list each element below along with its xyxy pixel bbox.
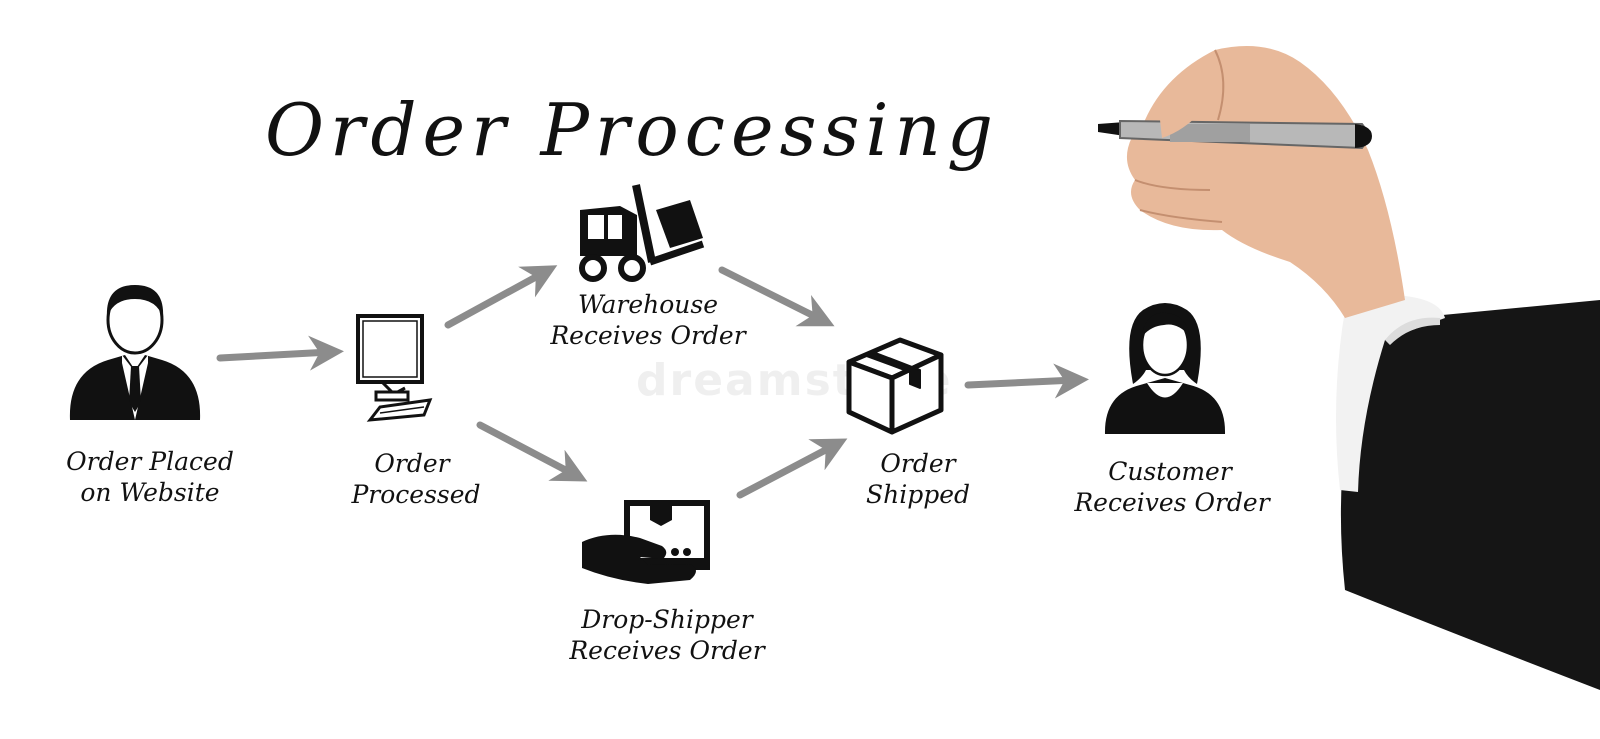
hand-package-icon <box>582 500 710 584</box>
arrow-warehouse-to-shipped <box>718 266 835 327</box>
businessman-icon <box>69 285 201 420</box>
box-icon <box>846 337 944 435</box>
label-drop-shipper-line2: Receives Order <box>568 636 766 665</box>
arrow-placed-to-processed <box>216 335 344 371</box>
computer-icon <box>356 314 433 422</box>
flow-arrows <box>216 265 1089 499</box>
label-order-shipped-line2: Shipped <box>866 480 970 509</box>
label-order-shipped-line1: Order <box>880 449 957 478</box>
label-order-processed-line2: Processed <box>350 480 480 509</box>
arrow-processed-to-warehouse <box>444 265 558 329</box>
arrow-shipped-to-customer <box>964 363 1089 399</box>
node-order-placed: Order Placed on Website <box>66 447 234 507</box>
node-order-shipped: Order Shipped <box>866 449 970 509</box>
label-drop-shipper-line1: Drop-Shipper <box>580 605 755 634</box>
node-warehouse: Warehouse Receives Order <box>549 290 747 350</box>
label-warehouse-line2: Receives Order <box>549 321 747 350</box>
arrow-dropshipper-to-shipped <box>736 438 848 499</box>
node-customer: Customer Receives Order <box>1073 457 1271 517</box>
woman-icon <box>1104 303 1226 434</box>
node-drop-shipper: Drop-Shipper Receives Order <box>568 605 766 665</box>
arrow-processed-to-dropshipper <box>476 421 588 482</box>
node-order-processed: Order Processed <box>350 449 480 509</box>
label-warehouse-line1: Warehouse <box>578 290 718 319</box>
label-order-processed-line1: Order <box>374 449 451 478</box>
label-order-placed-line2: on Website <box>80 478 219 507</box>
label-customer-line2: Receives Order <box>1073 488 1271 517</box>
forklift-icon <box>579 184 705 282</box>
label-customer-line1: Customer <box>1108 457 1234 486</box>
diagram-title: Order Processing <box>265 88 999 172</box>
label-order-placed-line1: Order Placed <box>66 447 234 476</box>
hand-with-pen-illustration <box>1098 46 1600 690</box>
